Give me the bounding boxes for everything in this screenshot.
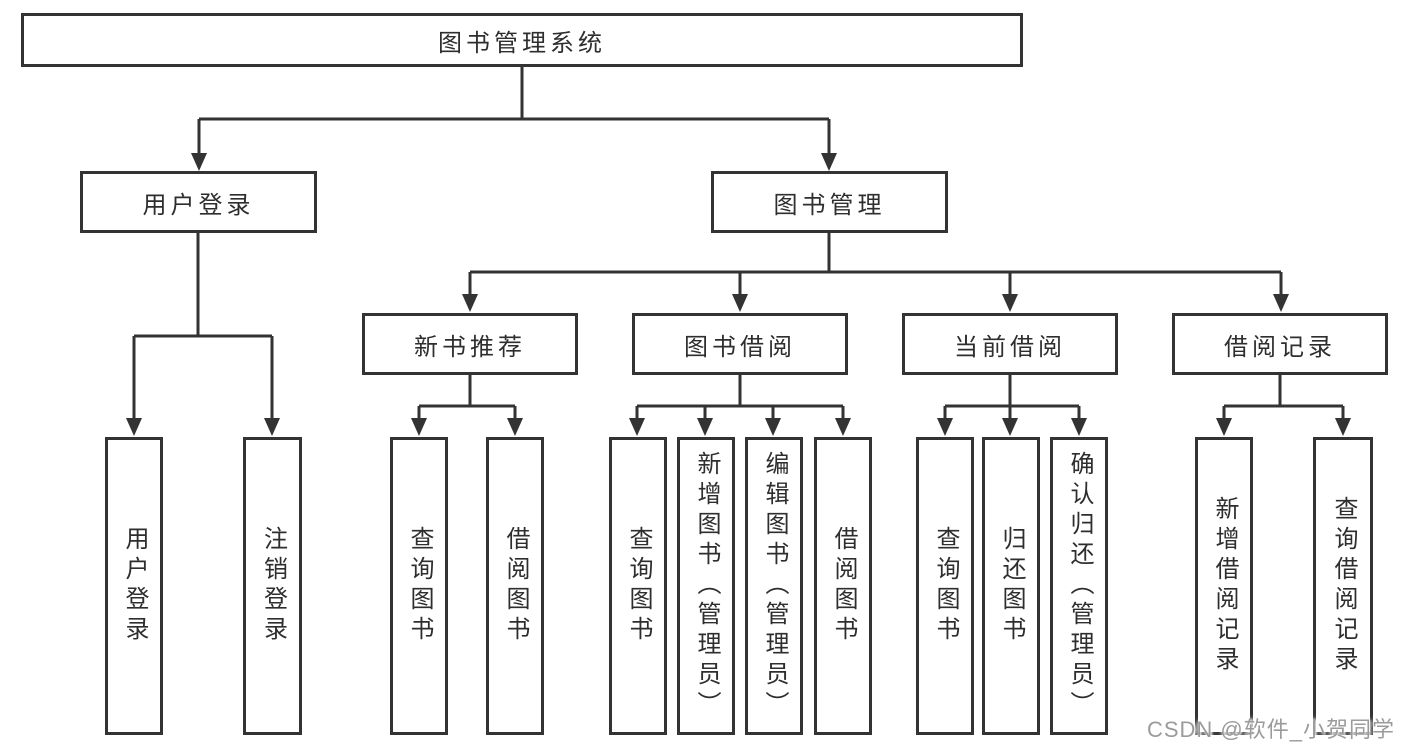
leaf-label: 查询借阅记录 — [1330, 496, 1357, 676]
leaf-records-query-record: 查询借阅记录 — [1313, 437, 1373, 735]
leaf-label: 查询图书 — [625, 526, 652, 646]
leaf-current-query-book: 查询图书 — [916, 437, 974, 735]
leaf-label: 查询图书 — [932, 526, 959, 646]
node-book-management: 图书管理 — [711, 171, 948, 233]
arrowhead-icon — [821, 153, 837, 171]
node-borrowing-records: 借阅记录 — [1172, 313, 1388, 375]
leaf-label: 编辑图书（管理员） — [761, 451, 788, 721]
arrowhead-icon — [191, 153, 207, 171]
arrowhead-icon — [1216, 418, 1232, 436]
leaf-label: 确认归还（管理员） — [1066, 451, 1093, 721]
arrowhead-icon — [264, 418, 280, 436]
leaf-label: 借阅图书 — [502, 526, 529, 646]
arrowhead-icon — [937, 418, 953, 436]
leaf-logout: 注销登录 — [243, 437, 302, 735]
leaf-recommend-borrow-book: 借阅图书 — [486, 437, 544, 735]
node-new-book-recommendation: 新书推荐 — [362, 313, 578, 375]
node-current-borrowing: 当前借阅 — [902, 313, 1118, 375]
leaf-records-add-record: 新增借阅记录 — [1195, 437, 1253, 735]
leaf-recommend-query-book: 查询图书 — [390, 437, 448, 735]
arrowhead-icon — [697, 418, 713, 436]
connector-root-to-level2 — [197, 64, 831, 156]
leaf-current-return-book: 归还图书 — [982, 437, 1040, 735]
connector-book-management-to-level3 — [468, 233, 1283, 297]
arrowhead-icon — [411, 418, 427, 436]
connector-borrow-to-leaves — [635, 375, 845, 421]
csdn-watermark: CSDN @软件_小贺同学 — [1146, 717, 1395, 742]
leaf-label: 新增借阅记录 — [1211, 496, 1238, 676]
node-label: 用户登录 — [142, 191, 255, 219]
leaf-borrow-edit-book-admin: 编辑图书（管理员） — [745, 437, 803, 735]
arrowhead-icon — [732, 294, 748, 312]
leaf-borrow-query-book: 查询图书 — [609, 437, 667, 735]
arrowhead-icon — [1002, 294, 1018, 312]
arrowhead-icon — [462, 294, 478, 312]
arrowhead-icon — [507, 418, 523, 436]
node-label: 图书借阅 — [684, 333, 796, 361]
leaf-label: 用户登录 — [121, 526, 148, 646]
node-library-management-system: 图书管理系统 — [21, 13, 1023, 67]
arrowhead-icon — [835, 418, 851, 436]
connector-user-login-to-leaves — [132, 233, 274, 421]
node-label: 借阅记录 — [1224, 333, 1336, 361]
arrowhead-icon — [1335, 418, 1351, 436]
node-label: 图书管理 — [773, 191, 886, 219]
arrowhead-icon — [1002, 418, 1018, 436]
arrowhead-icon — [1273, 294, 1289, 312]
leaf-label: 借阅图书 — [830, 526, 857, 646]
connector-recommend-to-leaves — [417, 375, 517, 421]
node-user-login: 用户登录 — [80, 171, 317, 233]
node-label: 图书管理系统 — [438, 29, 606, 57]
leaf-borrow-borrow-book: 借阅图书 — [814, 437, 872, 735]
arrowhead-icon — [765, 418, 781, 436]
leaf-label: 新增图书（管理员） — [693, 451, 720, 721]
node-label: 新书推荐 — [414, 333, 526, 361]
leaf-borrow-add-book-admin: 新增图书（管理员） — [677, 437, 735, 735]
leaf-label: 归还图书 — [998, 526, 1025, 646]
connector-current-to-leaves — [943, 375, 1081, 421]
leaf-user-login: 用户登录 — [105, 437, 163, 735]
node-label: 当前借阅 — [954, 333, 1066, 361]
leaf-label: 查询图书 — [406, 526, 433, 646]
leaf-label: 注销登录 — [259, 526, 287, 646]
connector-records-to-leaves — [1222, 375, 1345, 421]
node-book-borrowing: 图书借阅 — [632, 313, 848, 375]
arrowhead-icon — [1071, 418, 1087, 436]
leaf-current-confirm-return-admin: 确认归还（管理员） — [1050, 437, 1108, 735]
arrowhead-icon — [629, 418, 645, 436]
arrowhead-icon — [126, 418, 142, 436]
